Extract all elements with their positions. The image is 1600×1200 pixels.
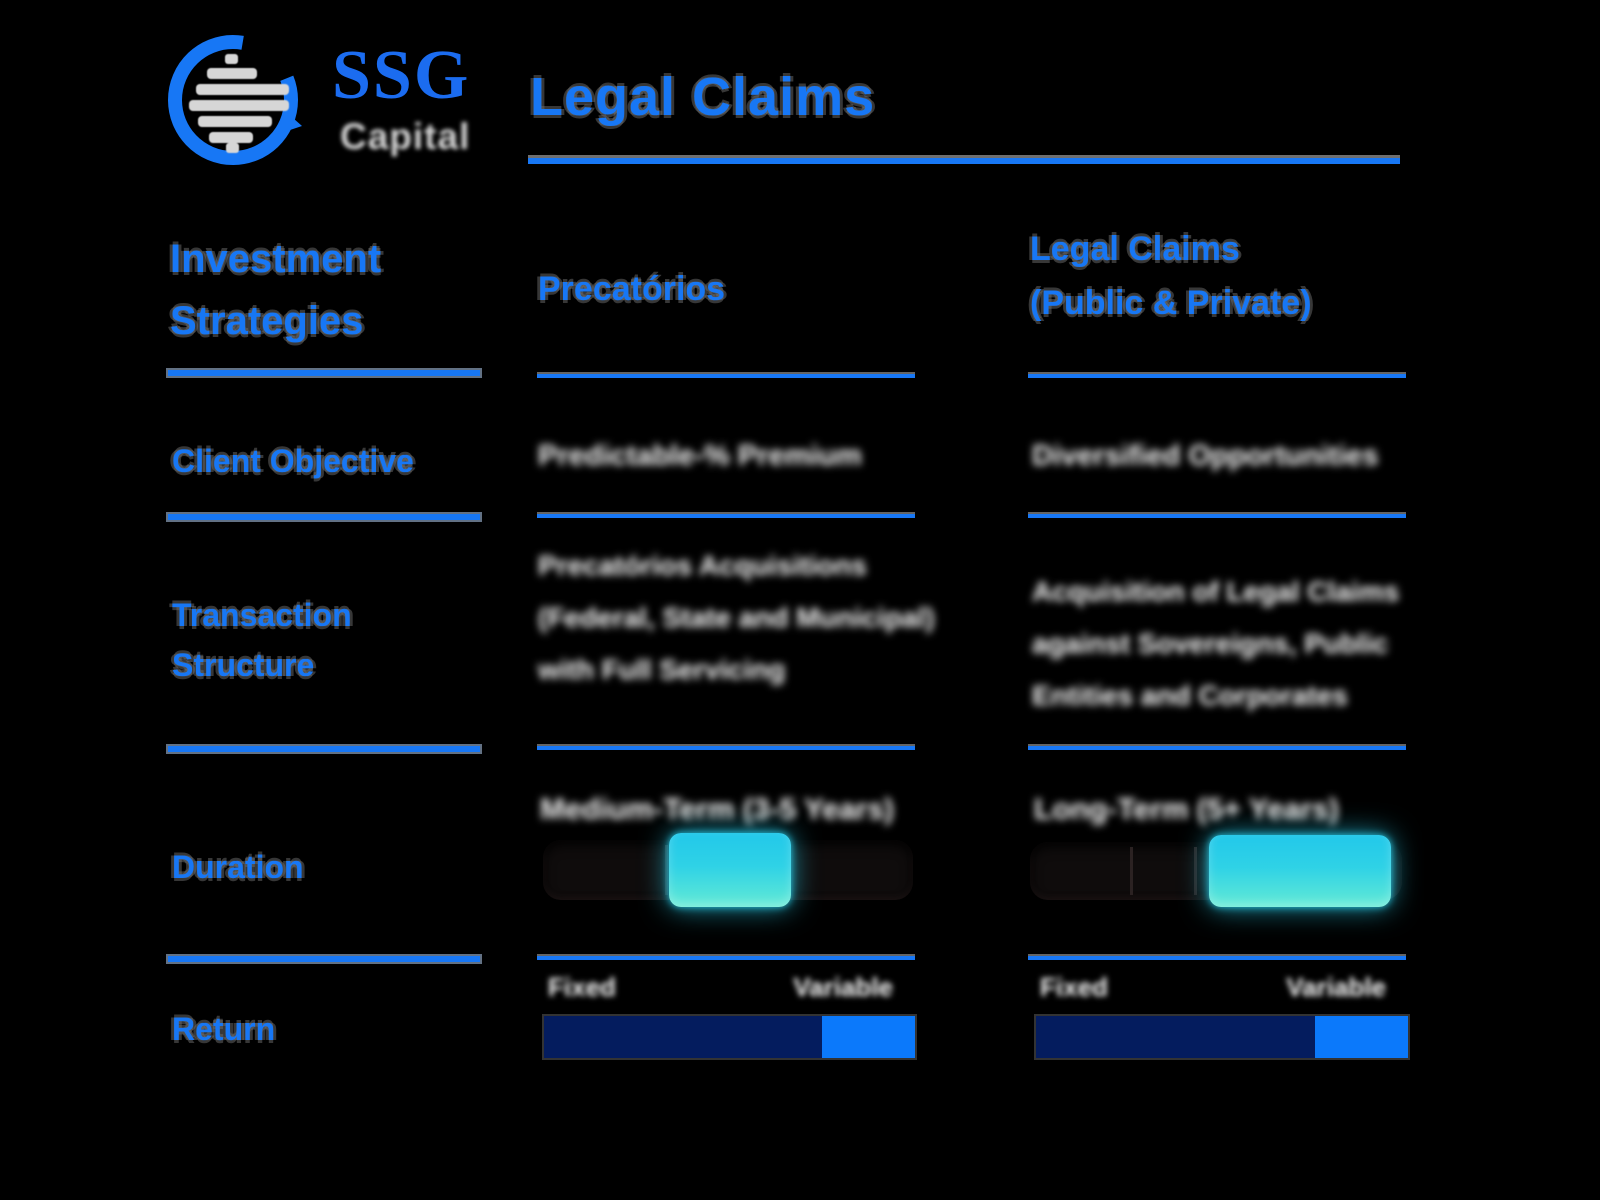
cell-client-objective-blurred: Diversified Opportunities [1032,440,1379,472]
row-label-transaction-structure: Transaction Structure [172,590,492,690]
blurred-line: Precatórios Acquisitions [538,550,867,581]
blurred-line: Acquisition of Legal Claims [1032,576,1400,607]
slider-divider [1193,846,1197,896]
row-label-line: Structure [172,647,315,683]
row-label-line: Transaction [172,597,352,633]
return-fixed-label: Fixed [1040,972,1108,1002]
row-separator [1028,744,1406,750]
cell-transaction-structure-blurred: Acquisition of Legal Claims against Sove… [1032,566,1432,722]
brand-division: Capital [340,116,471,157]
return-axis-labels: Fixed Variable [544,972,915,1003]
title-underline [528,155,1400,164]
return-bar [542,1014,917,1060]
column-separator [537,372,915,378]
return-bar-variable-segment [822,1016,915,1058]
row-separator [166,954,482,964]
left-column-title: Investment Strategies [170,228,490,352]
return-bar-fixed-segment [1036,1016,1315,1058]
slider-active-segment [668,833,791,907]
ssg-logo-mark-icon [163,30,303,170]
duration-caption-blurred: Long-Term (5+ Years) [1034,793,1339,826]
return-axis-labels: Fixed Variable [1036,972,1408,1003]
row-separator [1028,512,1406,518]
left-column-title-line: Investment [170,237,382,281]
row-separator [537,512,915,518]
slider-divider [665,844,669,896]
brand-name: SSG [332,37,471,114]
row-separator [537,954,915,960]
slider-divider [1130,846,1134,896]
row-separator [166,368,482,378]
return-bar [1034,1014,1410,1060]
return-bar-variable-segment [1315,1016,1408,1058]
blurred-line: Entities and Corporates [1032,680,1348,711]
return-fixed-label: Fixed [548,972,616,1002]
row-label-duration: Duration [172,849,304,885]
column-header-precatorios: Precatórios [538,270,726,308]
blurred-line: (Federal, State and Municipal) [538,602,935,633]
duration-slider [543,833,913,907]
slider-active-segment [1208,835,1391,907]
blurred-line: with Full Servicing [538,654,786,685]
return-variable-label: Variable [793,972,893,1002]
row-separator [166,744,482,754]
cell-transaction-structure-blurred: Precatórios Acquisitions (Federal, State… [538,540,938,696]
column-separator [1028,372,1406,378]
row-label-return: Return [172,1011,276,1047]
return-variable-label: Variable [1286,972,1386,1002]
blurred-line: against Sovereigns, Public [1032,628,1389,659]
column-header-line: Legal Claims [1030,230,1240,268]
column-header-legal-claims: Legal Claims (Public & Private) [1030,222,1420,330]
row-separator [1028,954,1406,960]
row-label-client-objective: Client Objective [172,443,414,479]
row-separator [166,512,482,522]
column-header-line: (Public & Private) [1030,284,1312,322]
duration-caption-blurred: Medium-Term (3-5 Years) [540,793,895,826]
left-column-title-line: Strategies [170,299,364,343]
return-bar-fixed-segment [544,1016,823,1058]
page-title: Legal Claims [530,67,876,127]
row-separator [537,744,915,750]
duration-slider [1030,835,1402,907]
cell-client-objective-blurred: Predictable-% Premium [538,440,862,472]
